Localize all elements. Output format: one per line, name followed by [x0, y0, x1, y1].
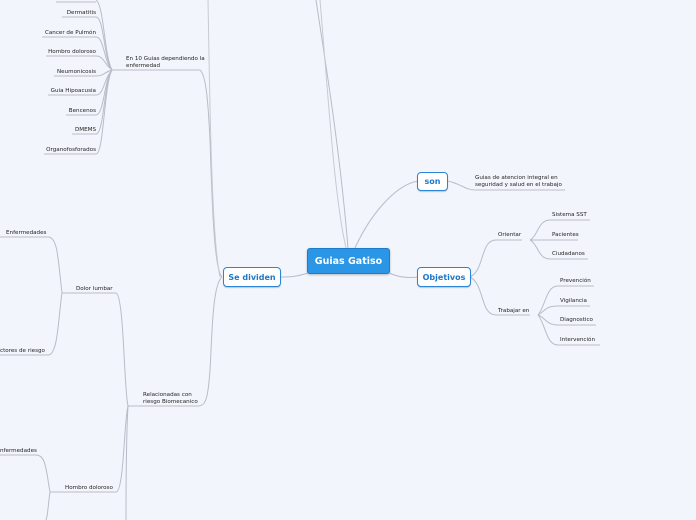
guias-item-cancer-pulmon[interactable]: Cancer de Pulmón: [44, 30, 96, 36]
son-child-label[interactable]: Guias de atencion integral en seguridad …: [475, 175, 562, 188]
connector-orientar-ciudadanos: [529, 239, 588, 260]
connector-root-sedividen: [280, 272, 309, 278]
connector-root-top-b: [319, 0, 347, 249]
branch-se-dividen[interactable]: Se dividen: [223, 267, 281, 287]
trabajar-en-label[interactable]: Trabajar en: [498, 308, 530, 314]
connector-root-son: [354, 180, 419, 249]
hombro-doloroso-enfermedades[interactable]: nfermedades: [0, 448, 37, 454]
dolor-lumbar-factores[interactable]: ctores de riesgo: [0, 348, 45, 354]
connector-objetivos-trabajar: [469, 276, 530, 316]
connector-bio-hombro: [62, 405, 129, 493]
branch-son-label: son: [424, 177, 441, 186]
biomecanico-label[interactable]: Relacionadas con riesgo Biomecanico: [143, 392, 198, 405]
connector-bio-lumbar: [74, 292, 129, 407]
orientar-label[interactable]: Orientar: [498, 232, 522, 238]
guias-item-organofosforados[interactable]: Organofosforados: [46, 147, 96, 153]
connector-sedividen-bio: [140, 276, 223, 407]
trabajar-item-vigilancia[interactable]: Vigilancia: [560, 298, 587, 304]
connector-guias-top: [95, 0, 113, 71]
trabajar-item-prevencion[interactable]: Prevención: [560, 278, 591, 284]
connector-sedividen-top: [207, 0, 221, 278]
hombro-doloroso-label[interactable]: Hombro doloroso: [65, 485, 113, 491]
connector-objetivos-orientar: [469, 239, 522, 278]
guias-item-hipoacusia[interactable]: Guia Hipoacusia: [50, 88, 96, 94]
connector-son-child: [446, 180, 565, 191]
guias-item-hombro-doloroso[interactable]: Hombro doloroso: [48, 49, 96, 55]
connector-trabajar-intervencion: [537, 314, 600, 346]
connector-hombro-enf: [0, 454, 51, 493]
root-node[interactable]: Guias Gatiso: [307, 248, 390, 274]
branch-son[interactable]: son: [417, 172, 448, 191]
connector-trabajar-prevencion: [537, 285, 594, 316]
connector-lumbar-enf: [0, 236, 63, 294]
trabajar-item-diagnostico[interactable]: Diagnostico: [560, 317, 593, 323]
connector-root-top-a: [315, 0, 349, 249]
orientar-item-sistema-sst[interactable]: Sistema SST: [552, 212, 587, 218]
guias-item-bencenos[interactable]: Bencenos: [68, 108, 96, 114]
root-title: Guias Gatiso: [314, 255, 383, 267]
connector-guias-organo: [44, 69, 113, 155]
orientar-item-ciudadanos[interactable]: Ciudadanos: [552, 251, 585, 257]
connector-guias-hipoacusia: [48, 69, 113, 96]
connector-guias-neumonicosis: [54, 69, 113, 77]
dolor-lumbar-enfermedades[interactable]: Enfermedades: [6, 230, 47, 236]
guias-item-neumonicosis[interactable]: Neumonicosis: [56, 69, 96, 75]
guias-item-dmems[interactable]: DMEMS: [74, 127, 96, 133]
dolor-lumbar-label[interactable]: Dolor lumbar: [76, 286, 113, 292]
orientar-item-pacientes[interactable]: Pacientes: [552, 232, 579, 238]
connector-trabajar-diagnostico: [537, 314, 596, 326]
connector-bio-down: [125, 405, 129, 520]
guias-enfermedad-label[interactable]: En 10 Guias dependiendo la enfermedad: [126, 56, 205, 69]
connector-trabajar-vigilancia: [537, 305, 590, 316]
connector-guias-hombro: [46, 55, 113, 71]
connector-guias-cancer: [42, 36, 113, 71]
branch-se-dividen-label: Se dividen: [228, 272, 276, 282]
branch-objetivos[interactable]: Objetivos: [417, 267, 471, 287]
branch-objetivos-label: Objetivos: [422, 272, 466, 282]
connector-lumbar-fact: [0, 292, 63, 356]
guias-item-dermatitis[interactable]: Dermatitis: [66, 10, 96, 16]
trabajar-item-intervencion[interactable]: Intervención: [560, 337, 596, 343]
connector-sedividen-guias: [124, 69, 223, 278]
connector-orientar-sst: [529, 219, 590, 241]
connector-root-objetivos: [388, 272, 419, 278]
connector-hombro-down: [45, 491, 51, 520]
